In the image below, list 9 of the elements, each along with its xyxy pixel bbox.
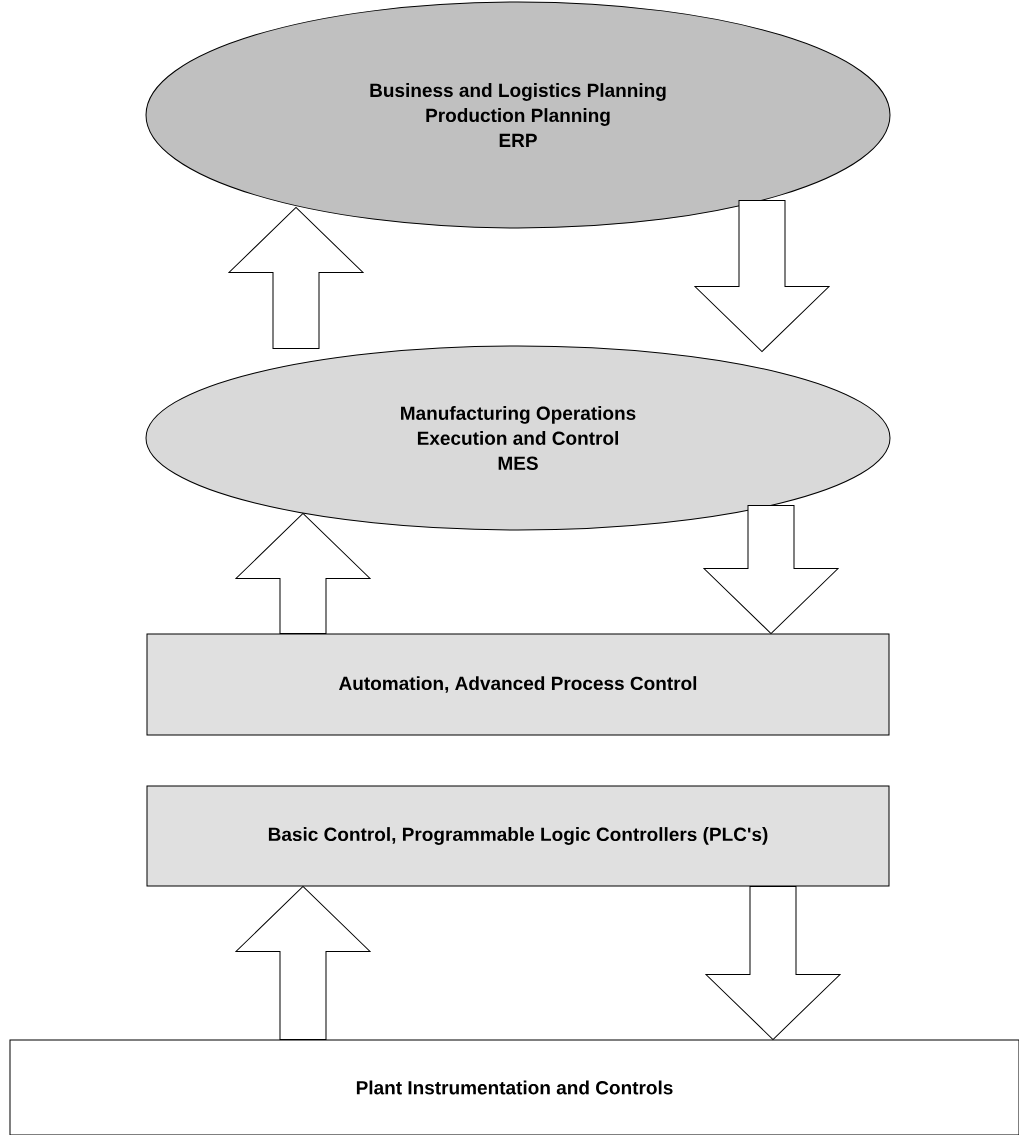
process-box: Plant Instrumentation and Controls — [9, 1039, 1019, 1135]
process-box: Automation, Advanced Process Control — [146, 633, 890, 736]
block-arrow — [705, 886, 841, 1040]
block-arrow — [228, 207, 364, 349]
block-arrow — [694, 200, 830, 352]
block-arrow — [235, 513, 371, 634]
block-arrow — [235, 886, 371, 1040]
process-box: Basic Control, Programmable Logic Controllers (PLC's) — [146, 785, 890, 887]
block-arrow — [703, 505, 839, 634]
